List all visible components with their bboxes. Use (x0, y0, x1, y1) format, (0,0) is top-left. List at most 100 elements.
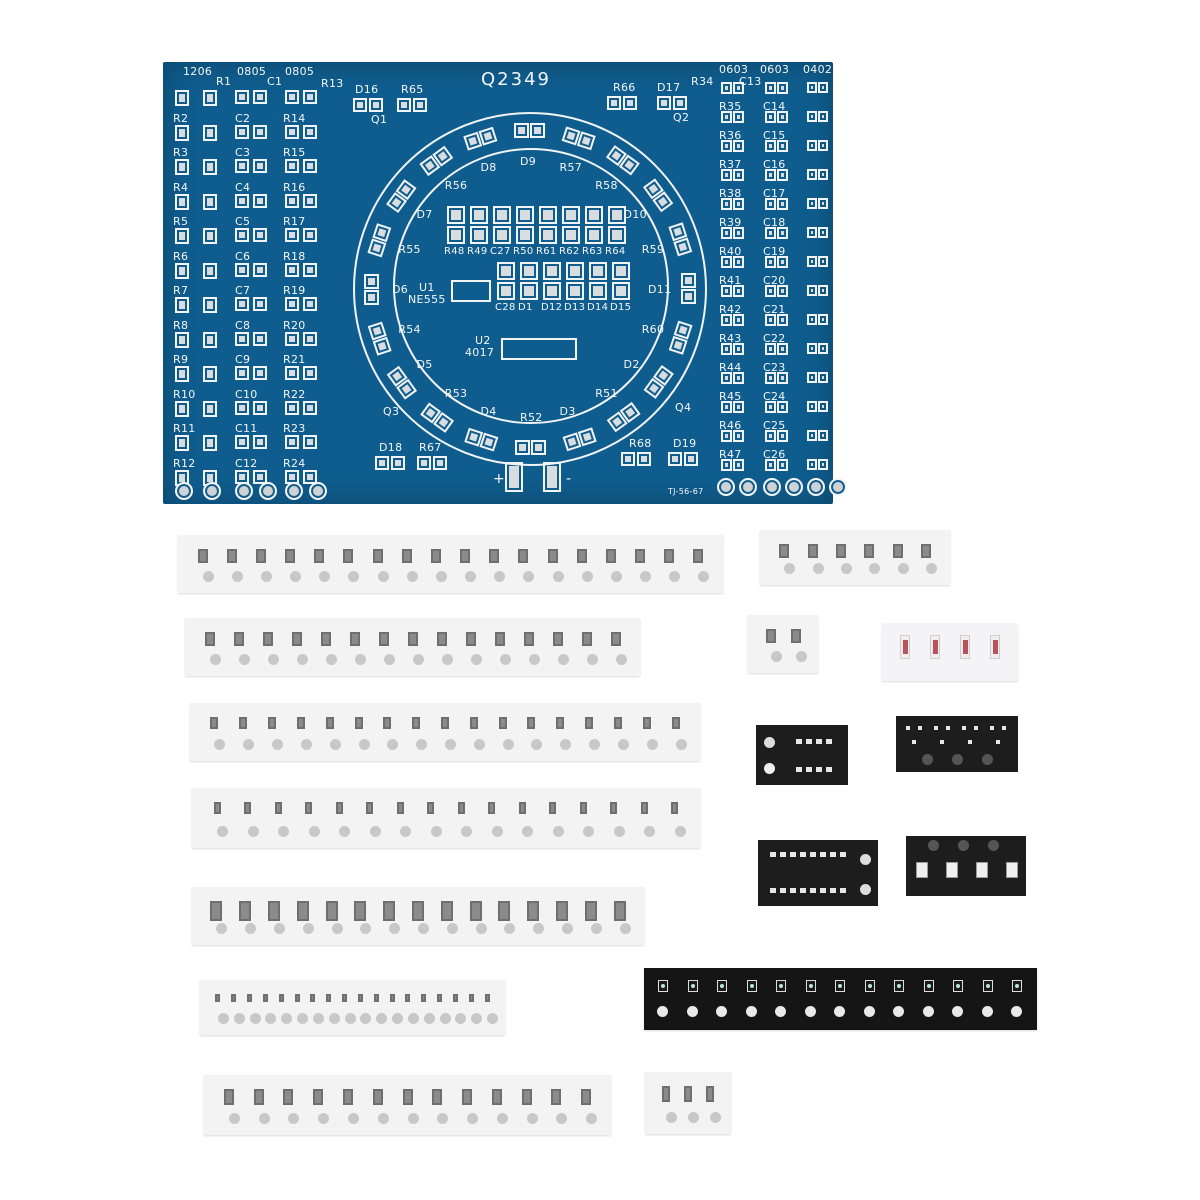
solder-pad (765, 314, 776, 326)
led-ring-outer (353, 112, 707, 466)
label-c9: C9 (235, 353, 251, 366)
solder-pad (777, 343, 788, 355)
sprocket-hole (644, 826, 656, 837)
label-r19: R19 (283, 284, 306, 297)
smd-component (613, 717, 622, 729)
solder-pad (807, 198, 817, 209)
sprocket-hole (770, 651, 782, 662)
solder-pad (175, 124, 189, 141)
sprocket-hole (348, 571, 360, 582)
solder-pad (765, 140, 776, 152)
label-r41: R41 (719, 274, 742, 287)
sprocket-hole (698, 571, 710, 582)
sprocket-hole (615, 654, 627, 665)
label-u2: U2 (475, 334, 491, 347)
sprocket-hole (302, 923, 314, 934)
sprocket-hole (383, 654, 395, 665)
sprocket-hole (202, 571, 214, 582)
smd-component (283, 1089, 294, 1105)
label-q3: Q3 (383, 405, 400, 418)
sprocket-hole (473, 739, 485, 750)
sprocket-hole (258, 1113, 270, 1124)
sprocket-hole (586, 654, 598, 665)
sprocket-hole (407, 1113, 419, 1124)
smd-component (231, 994, 237, 1002)
led-tape-large (906, 836, 1026, 896)
label-q4: Q4 (675, 401, 692, 414)
solder-pad (497, 262, 515, 280)
tape-1206-capacitors (192, 887, 644, 945)
smd-component (314, 549, 325, 563)
sprocket-hole (562, 923, 573, 934)
solder-pad (721, 314, 732, 326)
label-u1: U1 (419, 281, 435, 294)
power-pad-minus (543, 462, 561, 492)
label-d19: D19 (673, 437, 697, 450)
sprocket-hole (214, 739, 226, 750)
sprocket-hole (840, 563, 852, 574)
u1-footprint (451, 280, 491, 302)
solder-pad (514, 123, 529, 138)
label-d12: D12 (541, 302, 563, 313)
solder-pad (543, 282, 561, 300)
label-r45: R45 (719, 390, 742, 403)
solder-pad (285, 193, 299, 208)
smd-component (489, 549, 500, 563)
label-r40: R40 (719, 245, 742, 258)
smd-component (285, 549, 296, 563)
sprocket-hole (869, 563, 881, 574)
sprocket-hole (640, 571, 652, 582)
smd-component (452, 994, 458, 1002)
size-label-0805: 0805 (285, 65, 315, 78)
smd-component (396, 802, 404, 814)
label-r60: R60 (641, 322, 665, 336)
label-r38: R38 (719, 187, 742, 200)
label-r63: R63 (582, 246, 603, 257)
solder-pad (733, 285, 744, 297)
solder-pad (203, 331, 217, 348)
solder-pad (807, 314, 817, 325)
label-r7: R7 (173, 284, 189, 297)
smd-component (640, 802, 648, 814)
sprocket-hole (387, 739, 399, 750)
smd-component (389, 994, 395, 1002)
label-c5: C5 (235, 215, 251, 228)
sprocket-hole (646, 739, 658, 750)
solder-pad (447, 206, 465, 224)
solder-pad (777, 198, 788, 210)
sprocket-hole (897, 563, 909, 574)
smd-component (518, 549, 529, 563)
solder-pad (777, 314, 788, 326)
label-c17: C17 (763, 187, 786, 200)
smd-component (278, 994, 284, 1002)
smd-component (402, 1089, 413, 1105)
smd-component (605, 549, 616, 563)
solder-pad (253, 331, 267, 346)
smd-component (244, 802, 252, 814)
label-r56: R56 (444, 179, 468, 193)
sprocket-hole (528, 654, 540, 665)
sprocket-hole (325, 654, 337, 665)
smd-component (892, 544, 903, 558)
solder-pad (721, 401, 732, 413)
solder-pad (777, 111, 788, 123)
smd-component (405, 994, 411, 1002)
smd-component (440, 901, 453, 921)
label-r44: R44 (719, 361, 742, 374)
sprocket-hole (369, 826, 381, 837)
tape-two-resistors (748, 615, 818, 673)
smd-component (247, 994, 253, 1002)
smd-component (239, 717, 248, 729)
solder-pad (515, 440, 530, 455)
sprocket-hole (358, 739, 370, 750)
smd-component (920, 544, 931, 558)
size-label-0603: 0603 (760, 63, 790, 76)
label-d18: D18 (379, 441, 403, 454)
solder-pad (253, 262, 267, 277)
solder-pad (733, 401, 744, 413)
solder-pad (681, 289, 696, 304)
sprocket-hole (328, 1013, 340, 1024)
label-r57: R57 (559, 161, 583, 175)
tape-0603-resistors (190, 703, 700, 761)
